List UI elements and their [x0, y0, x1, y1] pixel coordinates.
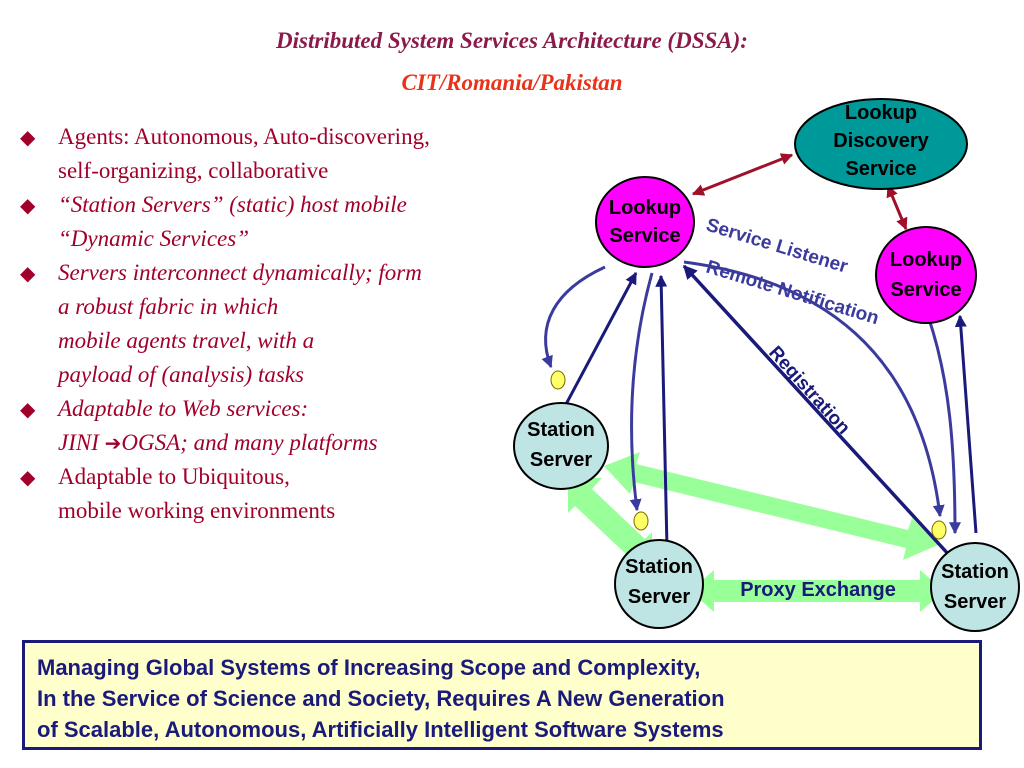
proxy-dot-left: [550, 370, 566, 390]
footer-summary-box: Managing Global Systems of Increasing Sc…: [22, 640, 982, 750]
node-label: Lookup: [890, 249, 962, 271]
bullet-list: ◆ Agents: Autonomous, Auto-discovering, …: [18, 120, 578, 528]
arrow-lookup-discovery: [691, 153, 794, 196]
arrow-lookup-to-bottom-station: [629, 272, 654, 512]
diamond-bullet-icon: ◆: [20, 125, 36, 149]
lookup-discovery-service-node: Lookup Discovery Service: [794, 98, 968, 190]
footer-line: In the Service of Science and Society, R…: [37, 686, 725, 711]
bullet-line: mobile agents travel, with a: [58, 328, 315, 353]
arrow-bottom-station-to-lookup: [655, 274, 669, 549]
station-server-right-node: Station Server: [930, 542, 1020, 632]
bullet-line: Agents: Autonomous, Auto-discovering,: [58, 124, 430, 149]
node-label: Station: [941, 561, 1009, 583]
bullet-line: Adaptable to Ubiquitous,: [58, 464, 290, 489]
slide-subtitle: CIT/Romania/Pakistan: [401, 70, 623, 95]
bullet-line: a robust fabric in which: [58, 294, 279, 319]
bullet-line: Adaptable to Web services:: [58, 396, 309, 421]
arrow-lookup-to-left-station: [541, 265, 606, 369]
green-arrow-left-bottom: [568, 478, 652, 566]
arrow-left-station-to-lookup: [562, 271, 638, 409]
jini-text: JINI: [58, 430, 105, 455]
node-label: Server: [628, 586, 690, 608]
bullet-line: “Dynamic Services”: [58, 226, 249, 251]
bullet-servers-interconnect: ◆ Servers interconnect dynamically; form…: [18, 256, 578, 392]
bullet-line: mobile working environments: [58, 498, 336, 523]
bullet-web-services: ◆ Adaptable to Web services: JINI ➔OGSA;…: [18, 392, 578, 460]
arrow-lookup-right-to-right-station: [926, 315, 961, 535]
diamond-bullet-icon: ◆: [20, 193, 36, 217]
green-arrow-left-right: [604, 452, 938, 560]
node-label: Lookup: [845, 102, 917, 124]
bullet-station-servers: ◆ “Station Servers” (static) host mobile…: [18, 188, 578, 256]
node-label: Station: [625, 556, 693, 578]
bullet-line: payload of (analysis) tasks: [58, 362, 304, 387]
diamond-bullet-icon: ◆: [20, 261, 36, 285]
node-label: Server: [944, 591, 1006, 613]
station-server-bottom-node: Station Server: [614, 539, 704, 629]
green-arrow-bottom-right: [690, 570, 944, 612]
lookup-service-right-node: Lookup Service: [875, 226, 977, 324]
station-server-left-node: Station Server: [513, 402, 609, 490]
arrow-registration: [682, 264, 952, 558]
proxy-dot-bottom: [633, 511, 649, 531]
diamond-bullet-icon: ◆: [20, 465, 36, 489]
node-label: Lookup: [609, 197, 681, 219]
arrow-discovery-lookup-right: [886, 184, 908, 231]
bullet-line: “Station Servers” (static) host mobile: [58, 192, 407, 217]
node-label: Station: [527, 419, 595, 441]
proxy-dot-right: [931, 520, 947, 540]
bullet-line: self-organizing, collaborative: [58, 158, 329, 183]
node-label: Discovery: [833, 130, 929, 152]
registration-label: Registration: [764, 342, 854, 438]
proxy-exchange-label: Proxy Exchange: [740, 579, 896, 601]
bullet-line: Servers interconnect dynamically; form: [58, 260, 422, 285]
arrow-right-station-to-lookup-right: [954, 314, 978, 534]
node-label: Service: [845, 158, 916, 180]
bullet-agents: ◆ Agents: Autonomous, Auto-discovering, …: [18, 120, 578, 188]
footer-line: of Scalable, Autonomous, Artificially In…: [37, 717, 724, 742]
ogsa-text: OGSA; and many platforms: [121, 430, 378, 455]
diamond-bullet-icon: ◆: [20, 397, 36, 421]
node-label: Service: [890, 279, 961, 301]
arrow-notification: [683, 260, 945, 518]
lookup-service-left-node: Lookup Service: [595, 176, 695, 268]
bullet-ubiquitous: ◆ Adaptable to Ubiquitous, mobile workin…: [18, 460, 578, 528]
footer-line: Managing Global Systems of Increasing Sc…: [37, 655, 701, 680]
slide-title: Distributed System Services Architecture…: [276, 28, 748, 53]
node-label: Service: [609, 225, 680, 247]
right-arrow-icon: ➔: [104, 431, 122, 455]
node-label: Server: [530, 449, 592, 471]
bullet-line-jini: JINI ➔OGSA; and many platforms: [58, 426, 578, 460]
